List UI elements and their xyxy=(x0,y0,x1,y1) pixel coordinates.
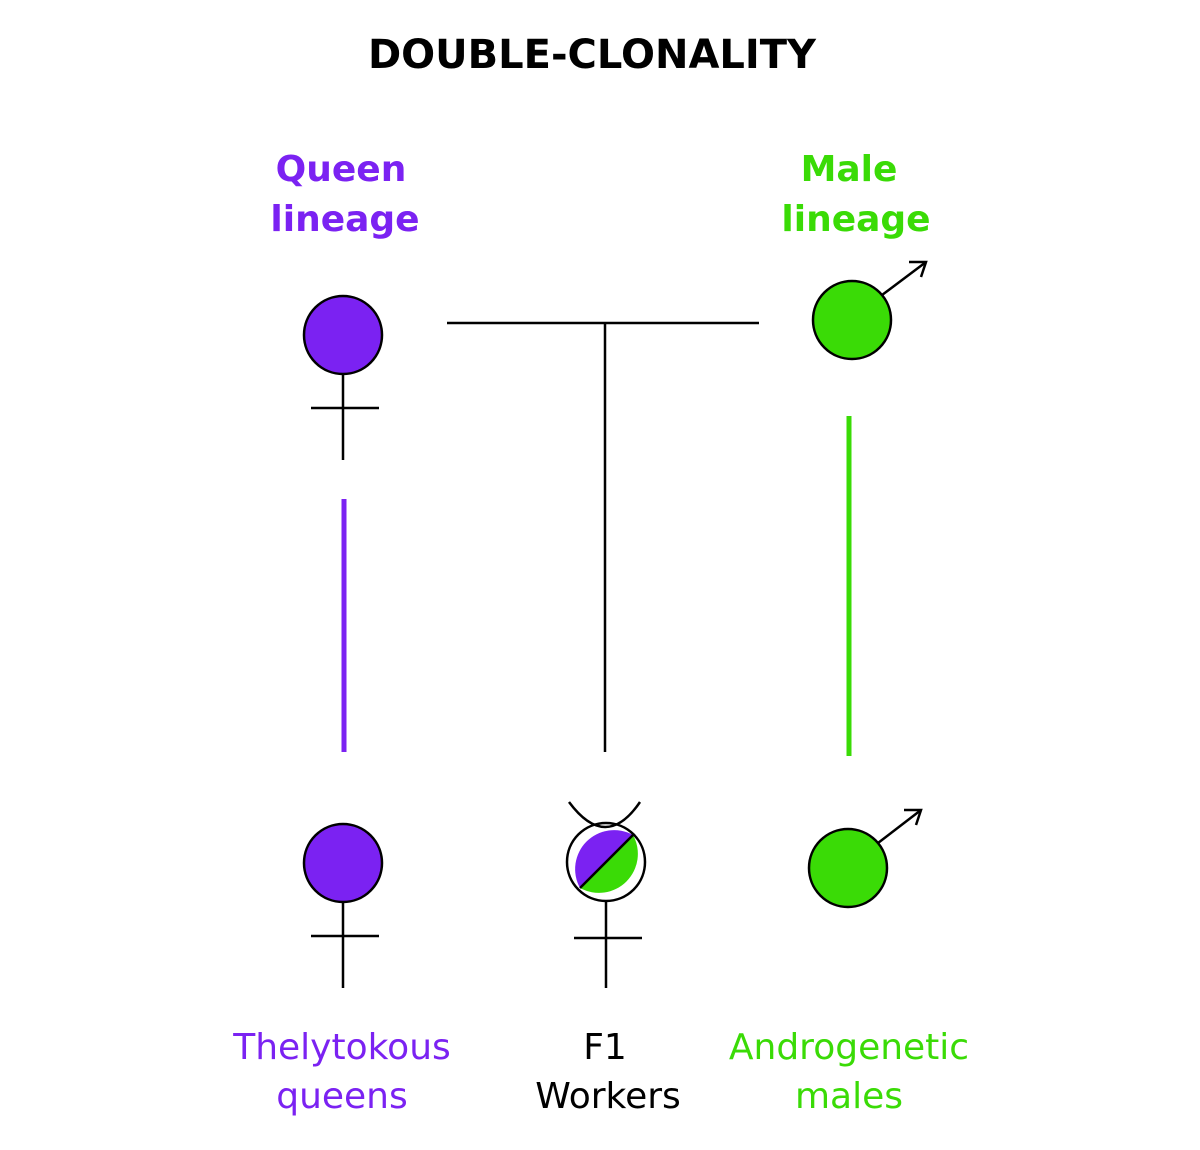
androgenetic-males-label-line2: males xyxy=(795,1076,903,1117)
f1-workers-label-line2: Workers xyxy=(535,1076,681,1117)
male-lineage-label-line1: Male xyxy=(801,149,898,190)
male-symbol-arrow-head xyxy=(904,808,923,826)
male-symbol-arrow-shaft xyxy=(877,809,922,844)
f1-workers-label-line1: F1 xyxy=(583,1027,627,1068)
androgenetic-male-circle xyxy=(807,827,889,909)
male-symbol-arrow-head xyxy=(909,260,928,278)
thelytokous-queen-circle xyxy=(302,822,384,904)
female-icon xyxy=(302,822,384,988)
thelytokous-queens-label-line2: queens xyxy=(276,1076,408,1117)
worker-symbol-green-half xyxy=(580,835,638,893)
queen-lineage-label: Queen lineage xyxy=(270,149,419,240)
worker-symbol-purple-half xyxy=(575,830,633,888)
queen-lineage-label-line2: lineage xyxy=(270,199,419,240)
male-symbol-arrow-shaft xyxy=(881,261,927,296)
f1-workers-label: F1 Workers xyxy=(535,1027,681,1117)
queen-lineage-label-line1: Queen xyxy=(276,149,407,190)
worker-symbol-antennae xyxy=(567,801,642,829)
thelytokous-queens-label: Thelytokous queens xyxy=(232,1027,451,1117)
thelytokous-queens-label-line1: Thelytokous xyxy=(232,1027,451,1068)
male-lineage-label: Male lineage xyxy=(781,149,930,240)
androgenetic-males-label: Androgenetic males xyxy=(729,1027,969,1117)
queen-lineage-female-circle xyxy=(302,294,384,376)
male-icon xyxy=(807,808,923,909)
diagram-title: DOUBLE-CLONALITY xyxy=(368,32,817,78)
worker-symbol-divider xyxy=(579,834,634,889)
cross-connector xyxy=(447,321,759,752)
worker-icon xyxy=(565,801,647,988)
female-icon xyxy=(302,294,384,460)
male-lineage-male-circle xyxy=(811,279,893,361)
male-lineage-label-line2: lineage xyxy=(781,199,930,240)
male-icon xyxy=(811,260,928,361)
androgenetic-males-label-line1: Androgenetic xyxy=(729,1027,969,1068)
